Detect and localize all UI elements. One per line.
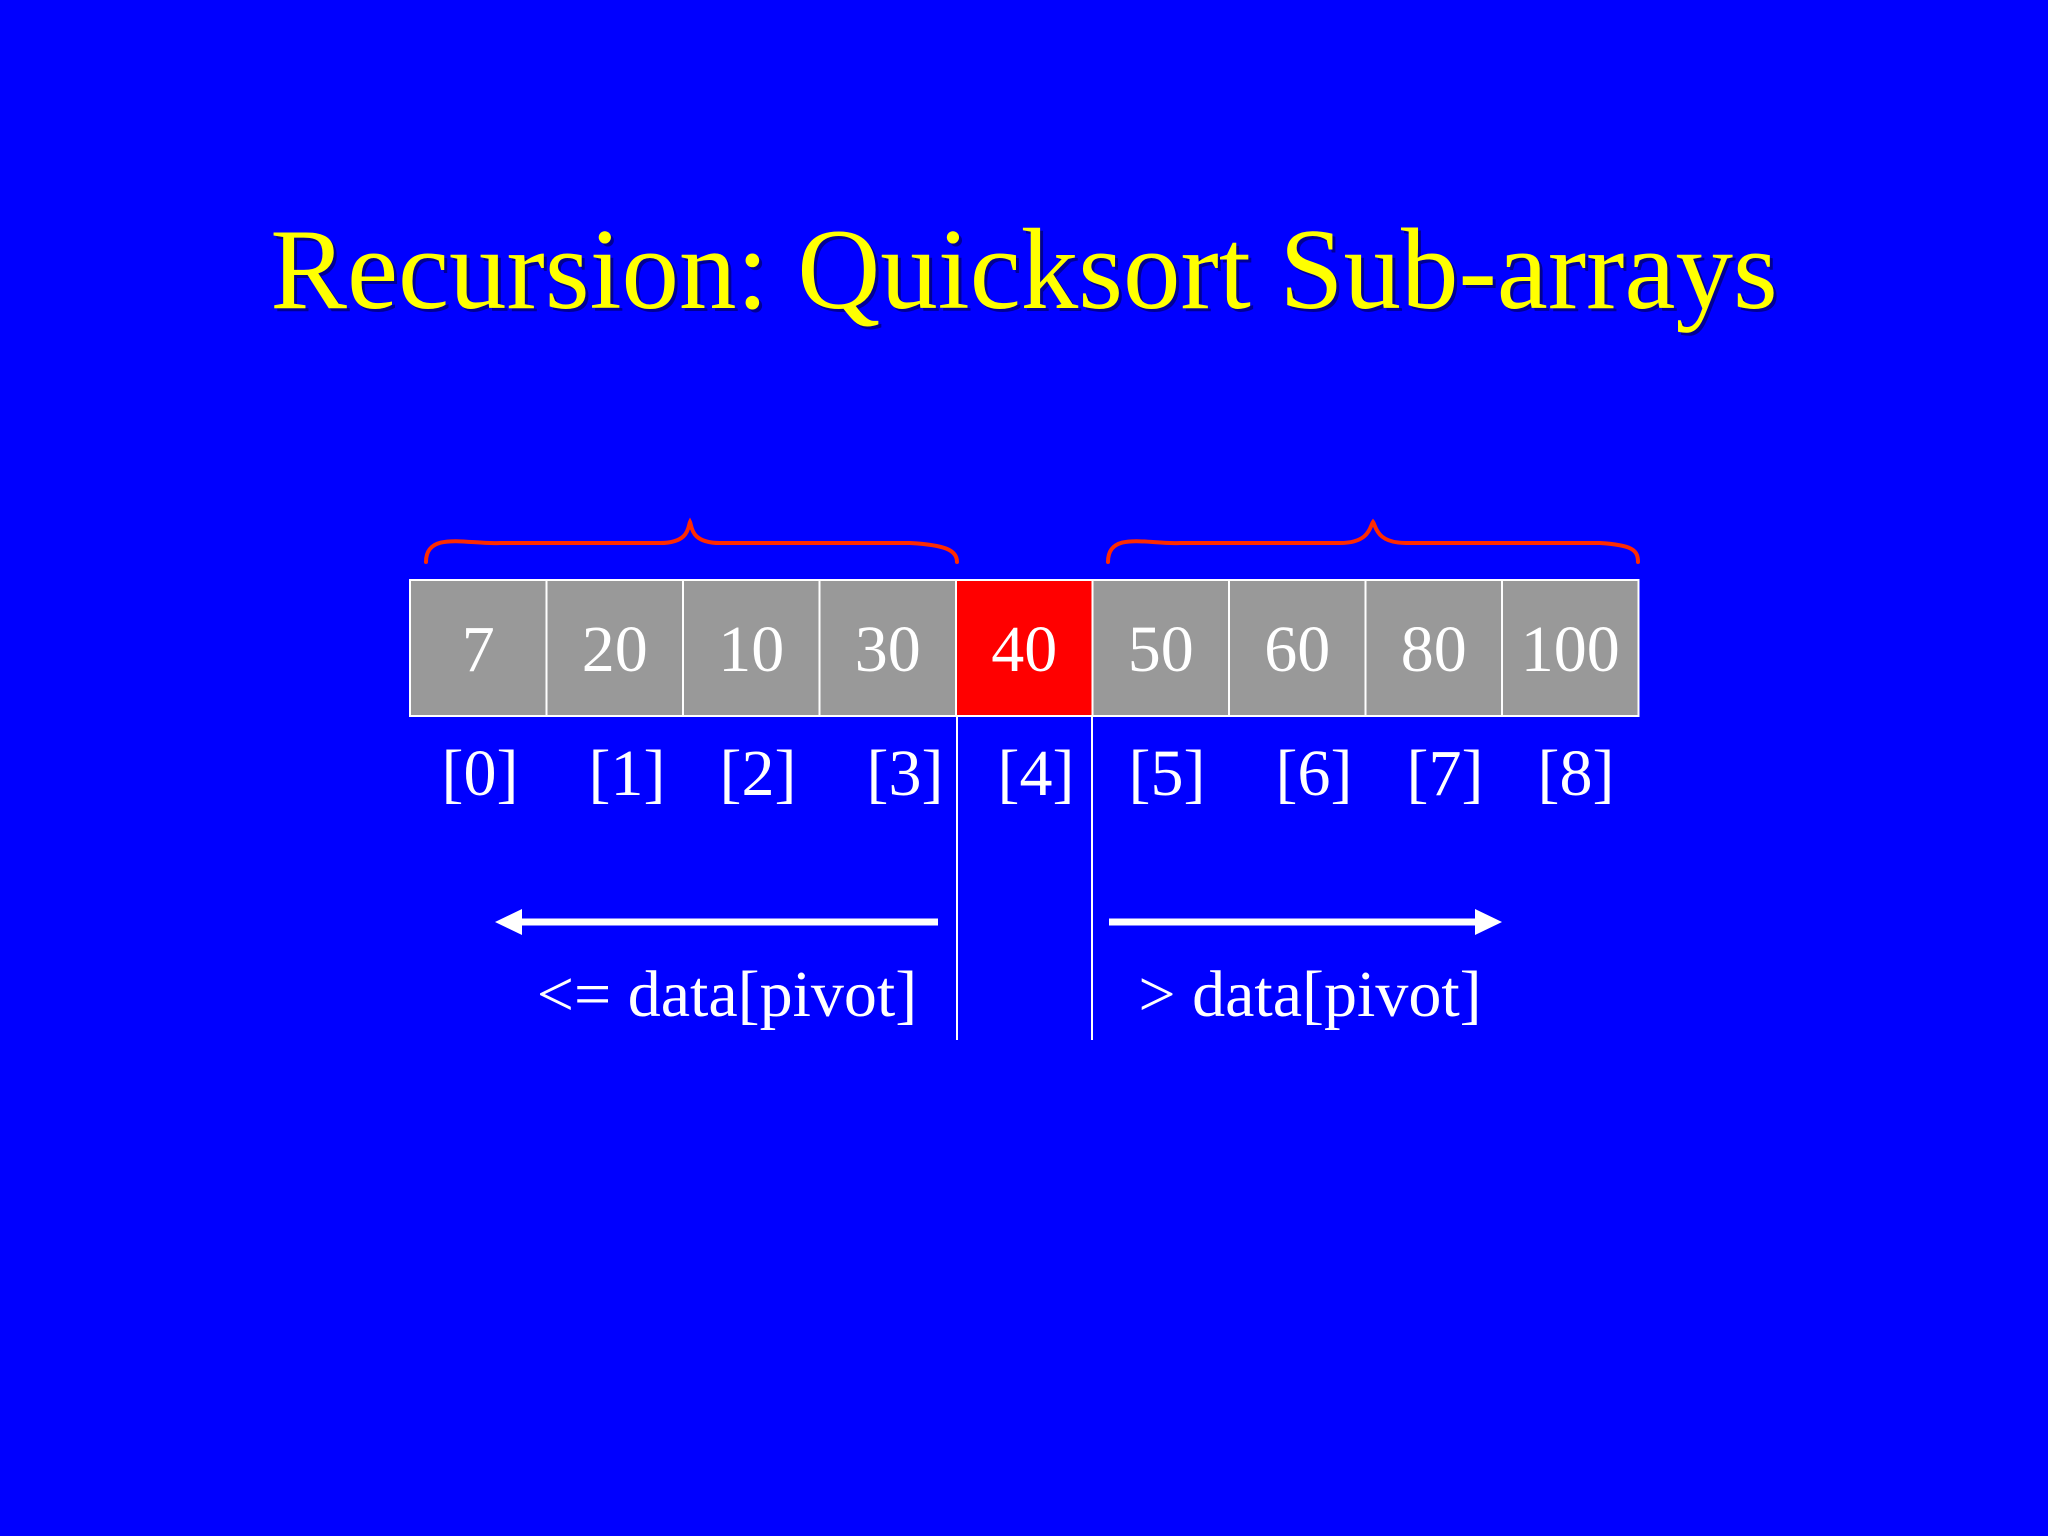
index-labels: [0] [1] [2] [3] [4] [5] [6] [7] [8] xyxy=(442,737,1615,810)
cell-value: 10 xyxy=(718,613,784,686)
index-label: [8] xyxy=(1538,737,1615,810)
array-cell xyxy=(818,579,957,717)
array-cell xyxy=(409,579,548,717)
right-subarray-brace xyxy=(1106,518,1640,564)
index-label: [2] xyxy=(720,737,797,810)
cell-value: 20 xyxy=(582,613,648,686)
index-label: [7] xyxy=(1407,737,1484,810)
array-cells: 7 20 10 30 40 50 60 80 100 xyxy=(409,579,1640,717)
right-region-label: > data[pivot] xyxy=(1138,958,1481,1031)
pivot-cell xyxy=(955,579,1094,717)
cell-value: 50 xyxy=(1128,613,1194,686)
array-cell xyxy=(545,579,684,717)
index-label: [0] xyxy=(442,737,519,810)
array-cell xyxy=(1364,579,1503,717)
pivot-value: 40 xyxy=(991,613,1057,686)
slide-title: Recursion: Quicksort Sub-arrays xyxy=(270,206,1778,333)
index-label: [6] xyxy=(1276,737,1353,810)
right-arrow xyxy=(1109,909,1502,935)
index-label: [3] xyxy=(867,737,944,810)
array-cell xyxy=(1228,579,1367,717)
left-region-label: <= data[pivot] xyxy=(537,958,918,1031)
cell-value: 100 xyxy=(1521,613,1620,686)
index-label: [1] xyxy=(589,737,666,810)
array-cell xyxy=(1501,579,1640,717)
left-subarray-brace xyxy=(424,517,959,564)
cell-value: 80 xyxy=(1401,613,1467,686)
array-cell xyxy=(682,579,821,717)
array-cell xyxy=(1091,579,1230,717)
cell-value: 7 xyxy=(462,613,495,686)
cell-value: 60 xyxy=(1264,613,1330,686)
cell-value: 30 xyxy=(855,613,921,686)
index-label: [4] xyxy=(998,737,1075,810)
index-label: [5] xyxy=(1129,737,1206,810)
left-arrow xyxy=(495,909,938,935)
